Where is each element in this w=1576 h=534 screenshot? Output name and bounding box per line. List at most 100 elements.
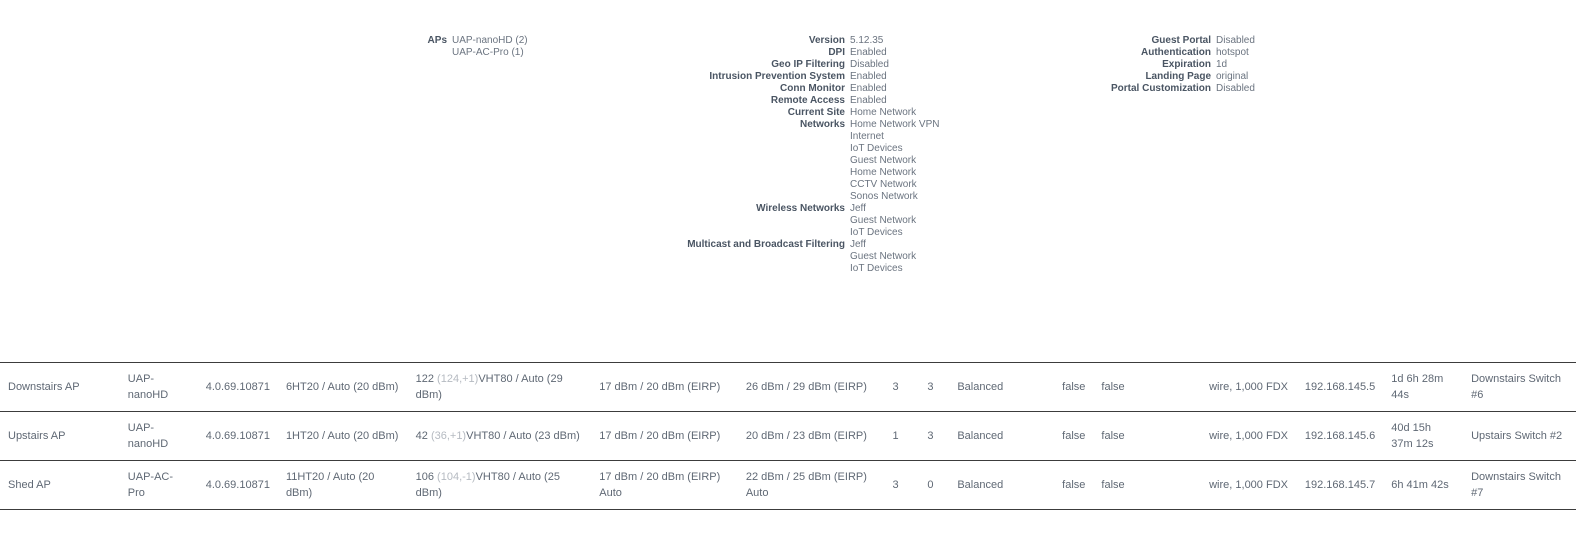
summary-label: Portal Customization bbox=[1110, 83, 1211, 94]
summary-label: Current Site bbox=[787, 107, 845, 118]
summary-values: 1d bbox=[1216, 59, 1227, 71]
aps-values: UAP-nanoHD (2) UAP-AC-Pro (1) bbox=[452, 35, 528, 59]
summary-label: Intrusion Prevention System bbox=[709, 71, 845, 82]
radio-2g: 1HT20 / Auto (20 dBm) bbox=[277, 411, 408, 461]
summary-values: Disabled bbox=[850, 59, 889, 71]
summary-row: Landing Page original bbox=[1060, 71, 1255, 83]
value-a: 3 bbox=[884, 460, 920, 510]
value-a: 3 bbox=[884, 362, 920, 412]
tx-power-2g: 17 dBm / 20 dBm (EIRP) bbox=[591, 411, 738, 461]
firmware-version: 4.0.69.10871 bbox=[197, 460, 278, 510]
ip-address: 192.168.145.6 bbox=[1296, 411, 1384, 461]
summary-label: Conn Monitor bbox=[780, 83, 845, 94]
summary-value: Disabled bbox=[1216, 35, 1255, 46]
band-steering: Balanced bbox=[949, 460, 1055, 510]
radio-5g-config: VHT80 / Auto (29 dBm) bbox=[415, 373, 563, 401]
summary-values: original bbox=[1216, 71, 1248, 83]
tx-power-5g: 26 dBm / 29 dBm (EIRP) bbox=[737, 362, 885, 412]
summary-value: Home Network VPN bbox=[850, 119, 940, 130]
flag-a: false bbox=[1054, 362, 1094, 412]
summary-label: Wireless Networks bbox=[756, 203, 845, 214]
summary-label: Geo IP Filtering bbox=[771, 59, 845, 70]
uptime: 40d 15h 37m 12s bbox=[1383, 411, 1464, 461]
summary-label: Networks bbox=[799, 119, 845, 130]
radio-2g: 6HT20 / Auto (20 dBm) bbox=[277, 362, 408, 412]
summary-value: original bbox=[1216, 71, 1249, 82]
tx-power-5g: 20 dBm / 23 dBm (EIRP) bbox=[737, 411, 885, 461]
band-steering: Balanced bbox=[949, 362, 1055, 412]
summary-value: Home Network bbox=[850, 107, 917, 118]
device-name: Upstairs AP bbox=[0, 411, 120, 461]
uptime: 6h 41m 42s bbox=[1383, 460, 1464, 510]
summary-label: Landing Page bbox=[1145, 71, 1211, 82]
device-model: UAP-AC-Pro bbox=[119, 460, 198, 510]
uplink: wire, 1,000 FDX bbox=[1201, 411, 1297, 461]
uplink-switch: Upstairs Switch #2 bbox=[1463, 411, 1576, 461]
radio-5g-config: VHT80 / Auto (25 dBm) bbox=[415, 471, 560, 499]
summary-value: Internet bbox=[850, 131, 884, 142]
uplink: wire, 1,000 FDX bbox=[1201, 460, 1297, 510]
flag-b: false bbox=[1093, 460, 1202, 510]
radio-5g: 42 (36,+1)VHT80 / Auto (23 dBm) bbox=[407, 411, 592, 461]
device-name: Downstairs AP bbox=[0, 362, 120, 412]
summary-value: Guest Network bbox=[850, 251, 917, 262]
summary-label: Expiration bbox=[1162, 59, 1211, 70]
summary-value: Guest Network bbox=[850, 155, 917, 166]
summary-value: Enabled bbox=[850, 71, 887, 82]
summary-value: Sonos Network bbox=[850, 191, 918, 202]
band-steering: Balanced bbox=[949, 411, 1055, 461]
summary-value: Home Network bbox=[850, 167, 917, 178]
summary-value: Enabled bbox=[850, 47, 887, 58]
ip-address: 192.168.145.5 bbox=[1296, 362, 1384, 412]
summary-value: Jeff bbox=[850, 239, 866, 250]
uplink-switch: Downstairs Switch #7 bbox=[1463, 460, 1576, 510]
device-name: Shed AP bbox=[0, 460, 120, 510]
client-count: 122 bbox=[415, 373, 434, 385]
ap-model-count: UAP-AC-Pro (1) bbox=[452, 47, 524, 58]
client-count: 42 bbox=[415, 430, 428, 442]
summary-values: Enabled bbox=[850, 83, 887, 95]
summary-value: CCTV Network bbox=[850, 179, 917, 190]
ap-model-count: UAP-nanoHD (2) bbox=[452, 35, 528, 46]
firmware-version: 4.0.69.10871 bbox=[197, 411, 278, 461]
summary-value: Disabled bbox=[1216, 83, 1255, 94]
summary-row: Authentication hotspot bbox=[1060, 47, 1255, 59]
summary-values: 5.12.35 bbox=[850, 35, 883, 47]
firmware-version: 4.0.69.10871 bbox=[197, 362, 278, 412]
summary-values: hotspot bbox=[1216, 47, 1249, 59]
summary-label: Version bbox=[808, 35, 845, 46]
summary-label: Authentication bbox=[1141, 47, 1211, 58]
uplink-switch: Downstairs Switch #6 bbox=[1463, 362, 1576, 412]
tx-power-2g: 17 dBm / 20 dBm (EIRP) Auto bbox=[591, 460, 738, 510]
summary-values: Home Network bbox=[850, 107, 916, 119]
summary-label: Multicast and Broadcast Filtering bbox=[687, 239, 845, 250]
radio-2g: 11HT20 / Auto (20 dBm) bbox=[277, 460, 408, 510]
value-b: 3 bbox=[919, 411, 950, 461]
flag-a: false bbox=[1054, 411, 1094, 461]
uplink: wire, 1,000 FDX bbox=[1201, 362, 1297, 412]
summary-row: Expiration 1d bbox=[1060, 59, 1255, 71]
summary-values: Disabled bbox=[1216, 83, 1255, 95]
client-count-detail: (104,-1) bbox=[437, 471, 476, 483]
summary-value: Enabled bbox=[850, 83, 887, 94]
summary-row: Portal Customization Disabled bbox=[1060, 83, 1255, 95]
radio-5g-config: VHT80 / Auto (23 dBm) bbox=[466, 430, 580, 442]
value-a: 1 bbox=[884, 411, 920, 461]
uptime: 1d 6h 28m 44s bbox=[1383, 362, 1464, 412]
summary-label: DPI bbox=[828, 47, 845, 58]
summary-row: Geo IP Filtering Disabled bbox=[660, 59, 939, 71]
summary-value: Guest Network bbox=[850, 215, 917, 226]
summary-row: Conn Monitor Enabled bbox=[660, 83, 939, 95]
flag-b: false bbox=[1093, 362, 1202, 412]
